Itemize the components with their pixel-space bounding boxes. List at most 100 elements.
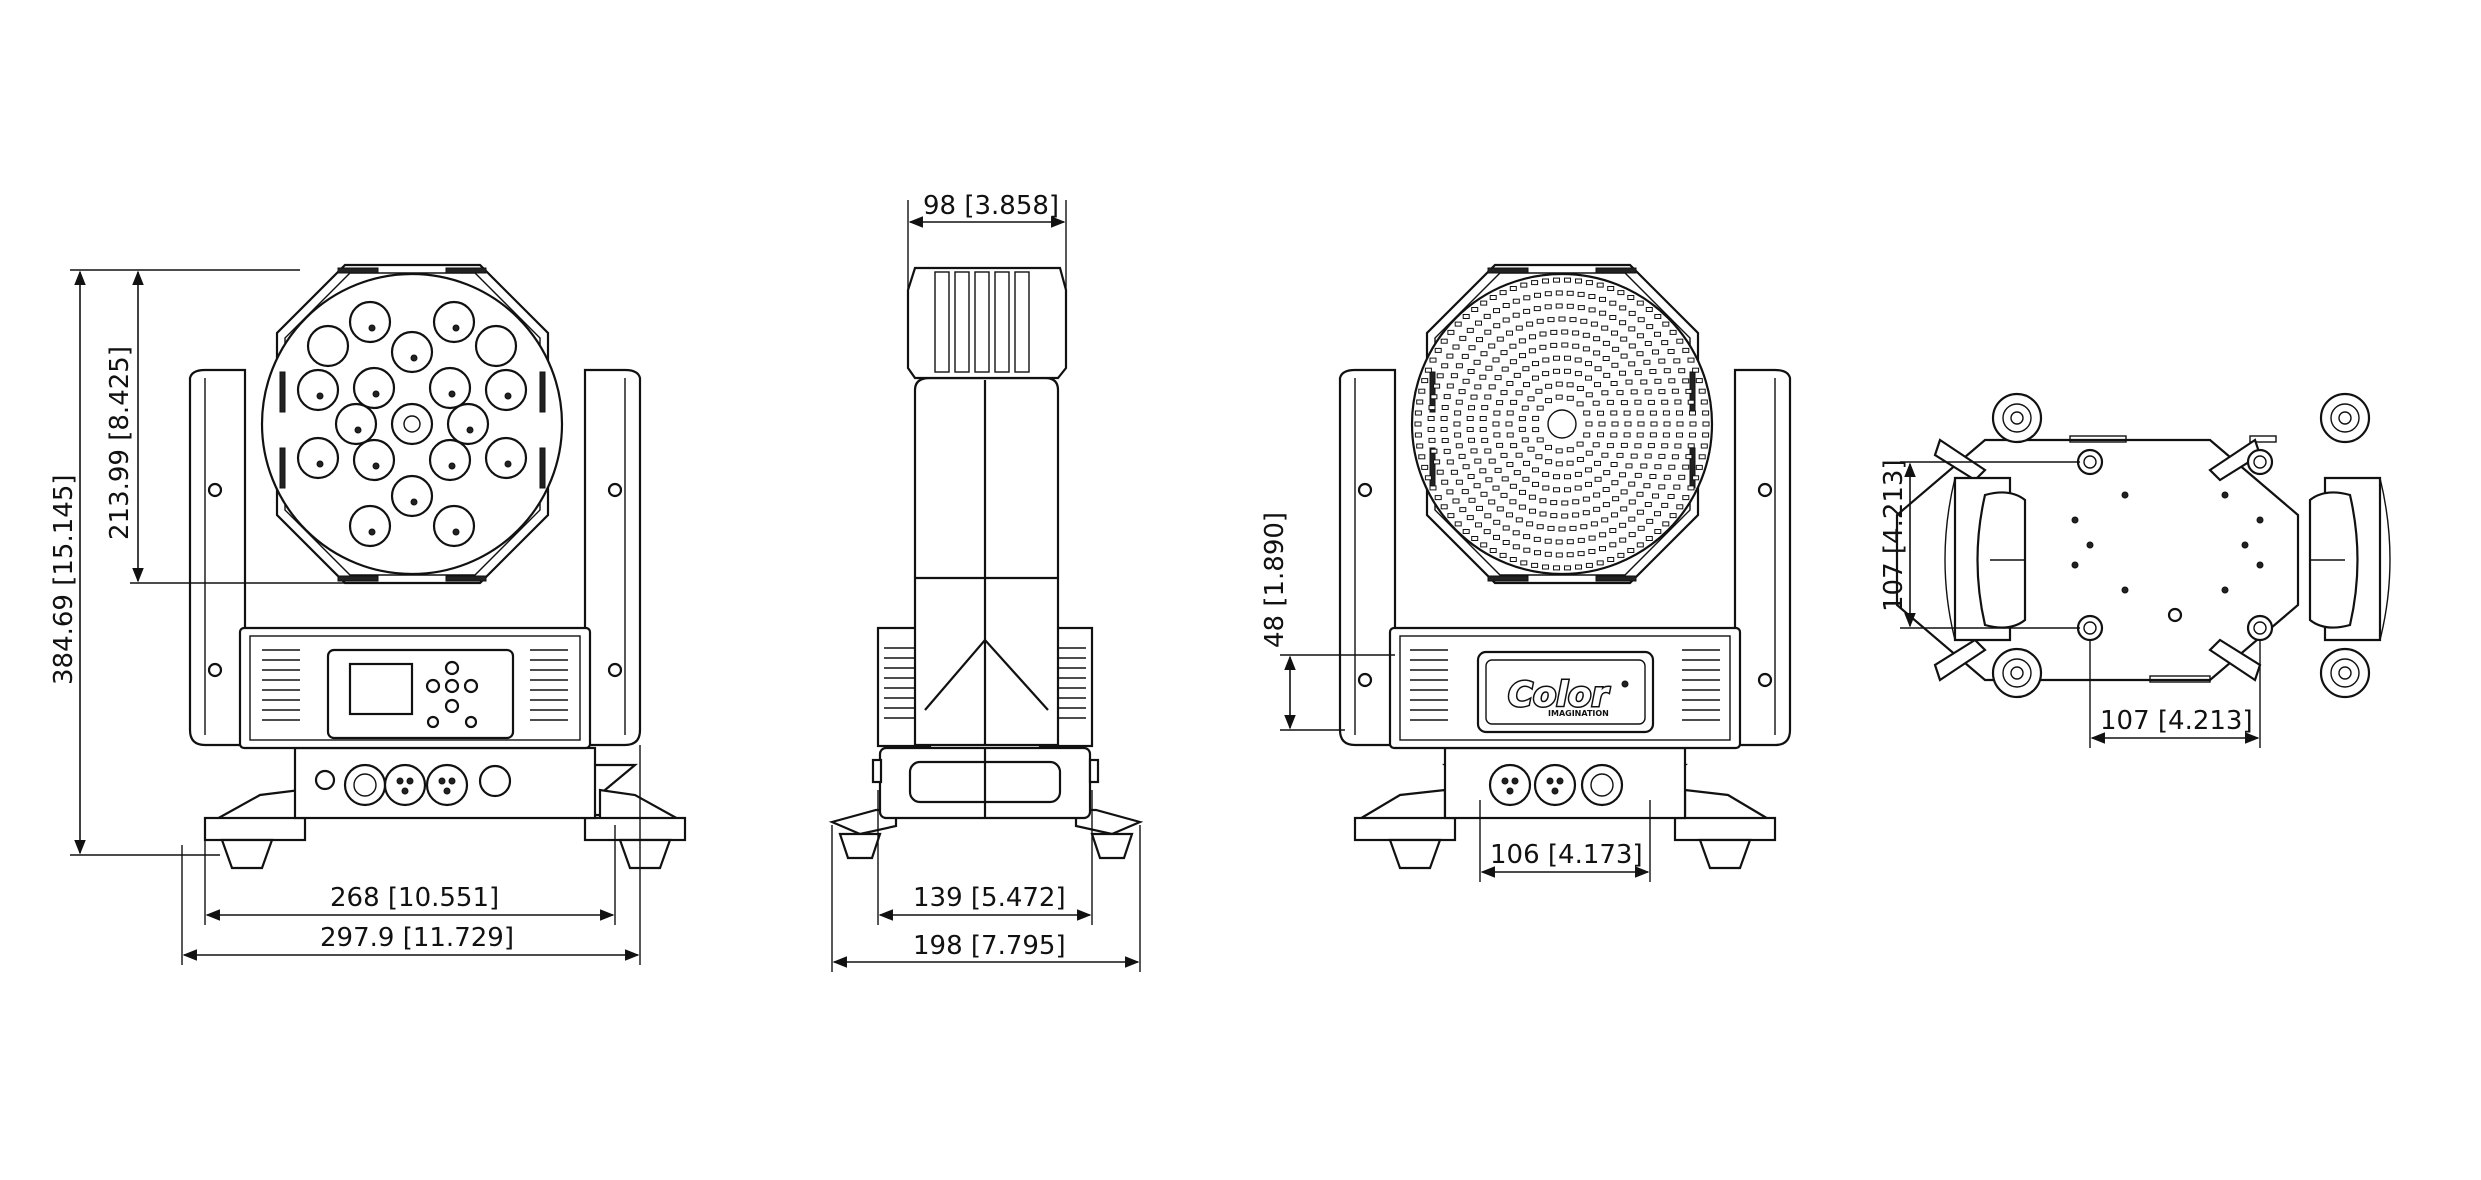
led-pixel	[1569, 525, 1577, 531]
led-pixel	[1582, 496, 1590, 502]
led-pixel	[1471, 307, 1479, 312]
led-pixel	[1603, 372, 1611, 378]
led-pixel	[1523, 295, 1531, 301]
led-pixel	[1416, 399, 1424, 405]
led-pixel	[1646, 518, 1654, 524]
led-pixel	[1479, 427, 1487, 432]
led-pixel	[1676, 432, 1683, 438]
led-pixel	[1612, 346, 1620, 352]
dim-base-width: 297.9 [11.729]	[320, 923, 514, 953]
led-pixel	[1566, 447, 1574, 453]
led-pixel	[1505, 421, 1513, 427]
led-pixel	[1602, 356, 1610, 361]
led-pixel	[1461, 353, 1469, 359]
led-pixel	[1502, 317, 1510, 323]
led-pixel	[1596, 560, 1604, 566]
led-pixel	[1654, 529, 1662, 534]
led-pixel	[1533, 306, 1541, 312]
led-pixel	[1479, 374, 1487, 380]
led-pixel	[1510, 399, 1518, 405]
led-pixel	[1620, 489, 1628, 495]
led-pixel	[1647, 399, 1655, 405]
lcd-display	[348, 662, 414, 716]
led-pixel	[1509, 557, 1517, 562]
led-pixel	[1620, 353, 1628, 359]
led-pixel	[1518, 426, 1526, 432]
led-pixel	[1542, 278, 1549, 284]
led-pixel	[1436, 469, 1444, 475]
led-pixel	[1623, 410, 1631, 416]
dim-connector-span: 106 [4.173]	[1490, 840, 1643, 870]
led-pixel	[1480, 542, 1488, 548]
led-pixel	[1481, 405, 1489, 411]
led-pixel	[1458, 453, 1466, 459]
led-pixel	[1440, 416, 1448, 421]
led-pixel	[1485, 365, 1493, 371]
led-pixel	[1414, 432, 1422, 438]
led-pixel	[1550, 500, 1558, 506]
led-pixel	[1662, 432, 1670, 438]
led-pixel	[1479, 416, 1487, 421]
led-pixel	[1461, 489, 1469, 495]
led-pixel	[1481, 437, 1489, 443]
led-pixel	[1601, 390, 1609, 396]
led-pixel	[1667, 494, 1675, 499]
led-pixel	[1611, 512, 1618, 518]
led-pixel	[1462, 378, 1470, 384]
dim-mount-spacing-horizontal: 107 [4.213]	[2100, 706, 2253, 736]
led-pixel	[1606, 443, 1614, 449]
led-pixel	[1658, 358, 1666, 364]
led-pixel	[1488, 458, 1496, 464]
led-pixel	[1685, 388, 1693, 394]
led-pixel	[1542, 357, 1550, 363]
led-pixel	[1601, 517, 1609, 523]
led-pixel	[1634, 370, 1642, 376]
led-pixel	[1555, 552, 1563, 558]
led-pixel	[1488, 384, 1496, 390]
led-pixel	[1513, 372, 1521, 378]
led-pixel	[1513, 470, 1521, 476]
led-pixel	[1566, 552, 1574, 558]
led-pixel	[1661, 502, 1669, 508]
led-pixel	[1475, 320, 1482, 326]
led-pixel	[1585, 392, 1593, 398]
led-pixel	[1485, 477, 1493, 483]
led-pixel	[1520, 560, 1528, 566]
led-pixel	[1545, 398, 1552, 404]
led-pixel	[1643, 483, 1651, 489]
led-pixel	[1687, 443, 1695, 449]
led-pixel	[1500, 350, 1508, 356]
led-pixel	[1574, 485, 1582, 491]
led-pixel	[1572, 343, 1580, 349]
led-pixel	[1661, 443, 1669, 449]
led-pixel	[1484, 394, 1492, 400]
led-pixel	[1623, 432, 1631, 438]
led-pixel	[1617, 552, 1625, 558]
led-pixel	[1496, 506, 1504, 512]
led-pixel	[1542, 485, 1550, 491]
led-pixel	[1628, 361, 1636, 367]
logo-brand: Color	[1508, 675, 1610, 715]
led-pixel	[1643, 359, 1651, 365]
led-pixel	[1576, 457, 1584, 462]
led-pixel	[1628, 326, 1636, 332]
led-pixel	[1619, 370, 1626, 376]
led-pixel	[1475, 522, 1482, 528]
led-pixel	[1580, 318, 1588, 324]
led-pixel	[1499, 552, 1507, 558]
led-pixel	[1529, 334, 1536, 340]
led-pixel	[1429, 357, 1437, 363]
led-pixel	[1619, 320, 1627, 326]
led-pixel	[1430, 394, 1438, 400]
led-pixel	[1566, 539, 1574, 545]
led-pixel	[1592, 400, 1600, 406]
led-pixel	[1489, 548, 1497, 553]
led-pixel	[1528, 348, 1536, 354]
led-pixel	[1671, 388, 1679, 394]
led-pixel	[1593, 492, 1601, 498]
led-pixel	[1473, 359, 1481, 365]
led-pixel	[1687, 399, 1695, 405]
fuse-holder-icon	[478, 764, 512, 798]
led-pixel	[1440, 504, 1448, 510]
led-pixel	[1555, 461, 1563, 467]
